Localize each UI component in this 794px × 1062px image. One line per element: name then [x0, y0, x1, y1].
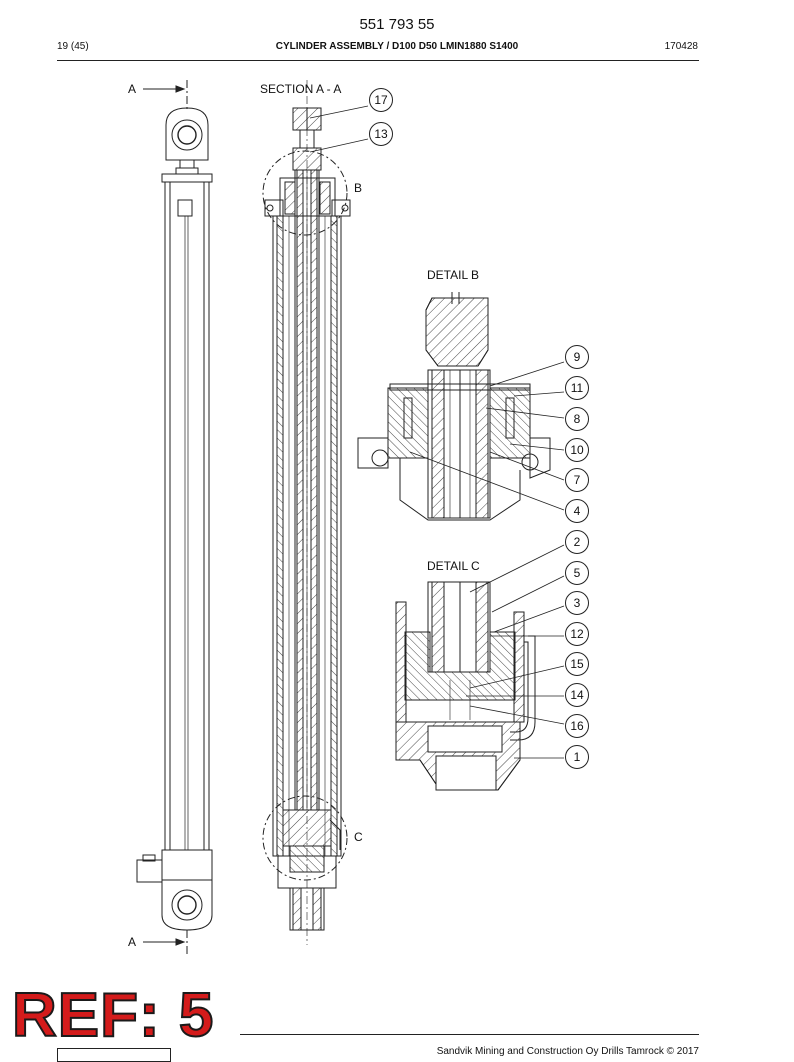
callout-12: 12	[565, 622, 589, 646]
cylinder-exterior-view	[136, 80, 213, 955]
callout-15: 15	[565, 652, 589, 676]
detail-c-view	[395, 581, 536, 791]
header-rule	[57, 60, 699, 61]
detail-c-title: DETAIL C	[427, 559, 480, 573]
callout-16: 16	[565, 714, 589, 738]
section-title: SECTION A - A	[260, 82, 342, 96]
callout-7: 7	[565, 468, 589, 492]
page-title: CYLINDER ASSEMBLY / D100 D50 LMIN1880 S1…	[275, 41, 519, 52]
detail-b-view	[357, 292, 551, 521]
brand-logo	[57, 1048, 171, 1062]
detail-b-title: DETAIL B	[427, 268, 480, 282]
leader-lines	[309, 105, 565, 759]
section-a-a-view	[262, 80, 351, 945]
page-number: 19 (45)	[57, 41, 89, 52]
callout-9: 9	[565, 345, 589, 369]
callout-2: 2	[565, 530, 589, 554]
detail-b-marker: B	[354, 181, 363, 195]
callout-1: 1	[565, 745, 589, 769]
callout-4: 4	[565, 499, 589, 523]
callout-5: 5	[565, 561, 589, 585]
detail-c-marker: C	[354, 830, 363, 844]
copyright-text: Sandvik Mining and Construction Oy Drill…	[436, 1046, 699, 1057]
section-marker-bottom: A	[128, 935, 137, 949]
callout-17: 17	[369, 88, 393, 112]
document-number: 551 793 55	[359, 16, 435, 33]
callout-14: 14	[565, 683, 589, 707]
revision-code: 170428	[664, 41, 698, 52]
section-marker-top: A	[128, 82, 137, 96]
callout-11: 11	[565, 376, 589, 400]
callout-8: 8	[565, 407, 589, 431]
callout-13: 13	[369, 122, 393, 146]
callout-10: 10	[565, 438, 589, 462]
footer-rule	[240, 1034, 699, 1035]
callout-3: 3	[565, 591, 589, 615]
ref-stamp: REF: 5	[11, 981, 215, 1050]
